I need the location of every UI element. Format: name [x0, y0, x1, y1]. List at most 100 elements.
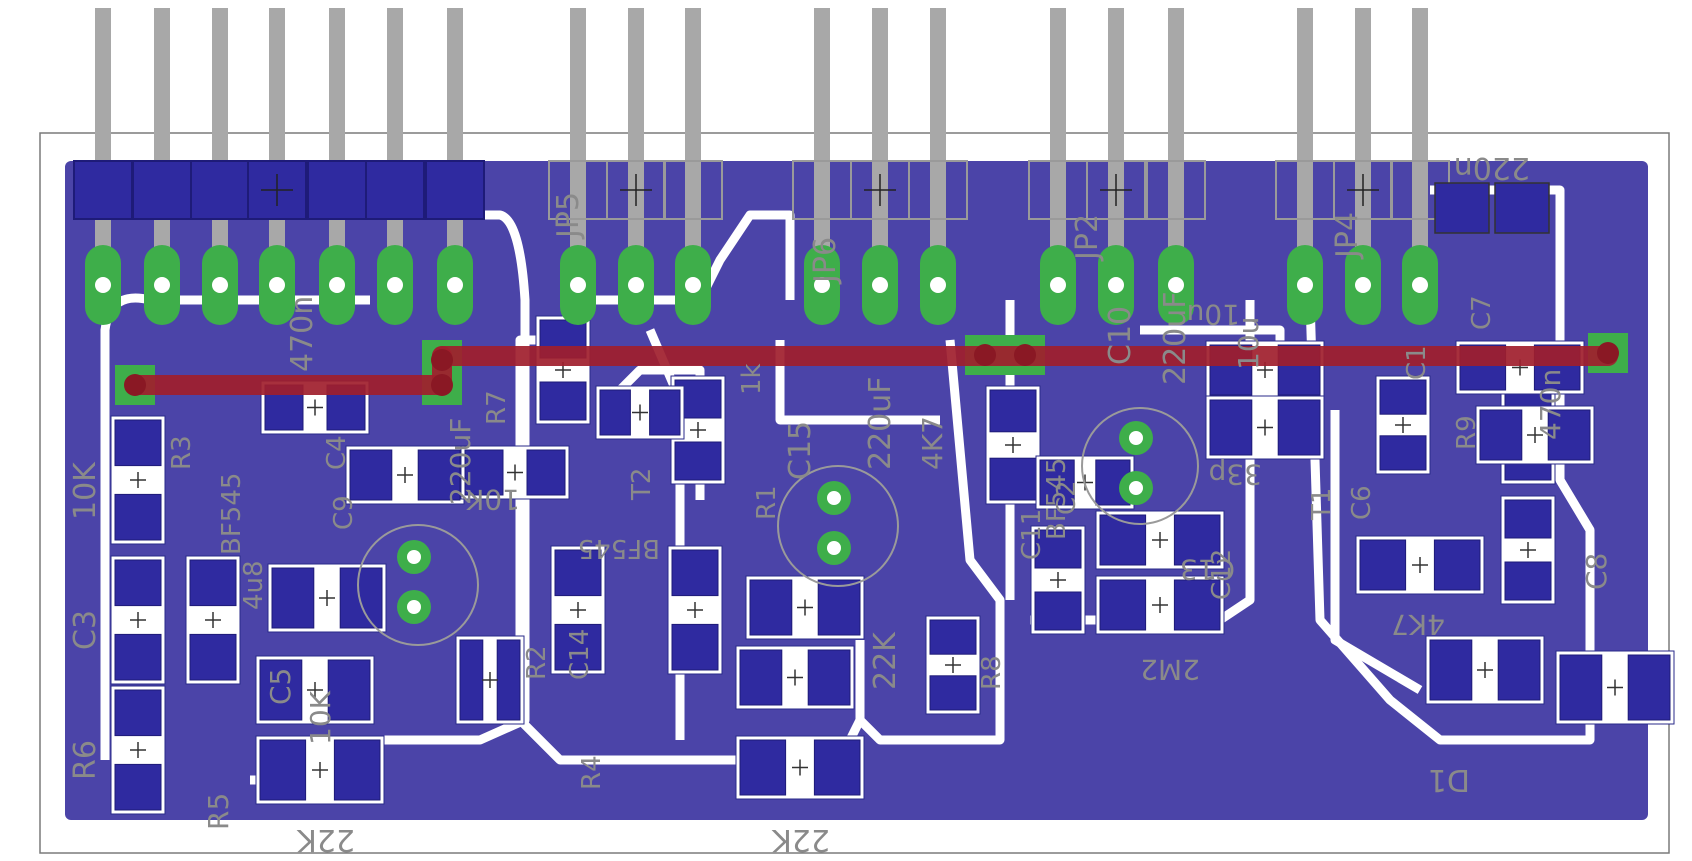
- header-box: [307, 160, 367, 220]
- smd-pad: [349, 449, 393, 501]
- capacitor-outline: [357, 524, 479, 646]
- silk-label-36: T2: [627, 468, 657, 501]
- clearance-path: [230, 210, 530, 785]
- smd-pad: [496, 639, 521, 721]
- smd-pad: [674, 441, 722, 481]
- header-box: [1434, 182, 1490, 234]
- smd-pad: [671, 623, 719, 671]
- smd-pad: [189, 559, 237, 607]
- drill-hole: [447, 277, 463, 293]
- drill-hole: [1355, 277, 1371, 293]
- smd-pad: [1173, 579, 1221, 631]
- smd-pad: [1559, 654, 1603, 721]
- smd-pad: [1379, 379, 1427, 415]
- smd-pad: [189, 633, 237, 681]
- silk-label-26: 220n: [1454, 150, 1530, 185]
- drill-hole: [570, 277, 586, 293]
- smd-pad: [526, 449, 566, 496]
- drill-hole: [1129, 431, 1143, 445]
- smd-pad: [339, 567, 383, 629]
- header-pin: [872, 8, 888, 263]
- silk-label-45: R9: [1452, 415, 1482, 450]
- smd-pad: [1497, 639, 1541, 701]
- header-box: [73, 160, 133, 220]
- silkscreen-layer: JP5 JP6 JP2 JP4 10K 470n C3 R6 22K R5 C5…: [68, 150, 1613, 857]
- drill-hole: [1108, 277, 1124, 293]
- capacitor-outline: [1081, 407, 1199, 525]
- silk-label-40: R2: [522, 645, 552, 680]
- smd-pad: [1039, 459, 1075, 506]
- header-pin: [95, 8, 111, 263]
- silk-label-42: T1: [1307, 488, 1337, 521]
- silk-label-39: R3: [167, 435, 197, 470]
- smd-pad: [1099, 579, 1147, 631]
- smd-pad: [114, 689, 162, 737]
- header-pin: [329, 8, 345, 263]
- silk-label-46: C1: [1402, 345, 1432, 380]
- clearance-path: [1330, 410, 1423, 694]
- drill-hole: [827, 491, 841, 505]
- silk-label-32: C4: [322, 435, 352, 470]
- smd-pad: [114, 493, 162, 541]
- drill-hole: [154, 277, 170, 293]
- smd-pad: [1429, 639, 1473, 701]
- smd-pad: [1479, 409, 1523, 461]
- silk-label-21: 2M2: [1140, 653, 1200, 686]
- drill-hole: [329, 277, 345, 293]
- silk-label-7: C5: [264, 668, 297, 705]
- header-pin: [930, 8, 946, 263]
- header-outlines: [73, 160, 1550, 234]
- smd-pad: [1627, 654, 1671, 721]
- via-dot: [1597, 342, 1619, 364]
- header-box: [190, 160, 250, 220]
- silk-label-34: C14: [565, 629, 595, 680]
- smd-pad: [417, 449, 461, 501]
- smd-pad: [271, 567, 315, 629]
- silk-label-10: C9: [329, 495, 359, 530]
- header-box: [365, 160, 425, 220]
- smd-pad: [649, 389, 681, 436]
- smd-pad: [1504, 499, 1552, 539]
- drill-hole: [212, 277, 228, 293]
- silk-label-12: 10K: [465, 483, 520, 516]
- header-box: [1086, 160, 1146, 220]
- smd-pad: [1034, 529, 1082, 569]
- silk-label-28: 22K: [771, 822, 830, 857]
- silk-label-18: 10u: [1187, 298, 1240, 331]
- drill-hole: [269, 277, 285, 293]
- silk-label-13: C15: [783, 421, 818, 480]
- smd-pad: [114, 763, 162, 811]
- smd-pad: [333, 739, 381, 801]
- smd-pad: [1099, 514, 1147, 566]
- silk-label-43: R4: [577, 755, 607, 790]
- header-pin: [1355, 8, 1371, 263]
- smd-pad: [327, 659, 371, 721]
- clearance-path: [775, 340, 940, 425]
- smd-pad: [1209, 399, 1253, 456]
- header-pin: [387, 8, 403, 263]
- silk-label-11: 220uF: [444, 418, 477, 505]
- via-dot: [124, 374, 146, 396]
- header-box: [1494, 182, 1550, 234]
- header-pin: [447, 8, 463, 263]
- silk-label-37: R1: [752, 485, 782, 520]
- drill-hole: [685, 277, 701, 293]
- silk-label-5: 22K: [296, 822, 355, 857]
- top-layer-trace: [124, 342, 1619, 396]
- smd-pad: [989, 457, 1037, 501]
- connector-label-jp6: JP6: [808, 237, 843, 285]
- via-dot: [431, 349, 453, 371]
- silk-label-33: R7: [482, 390, 512, 425]
- silk-label-50: C12: [1207, 549, 1237, 600]
- smd-pad: [1379, 435, 1427, 471]
- smd-pad: [671, 549, 719, 597]
- via-dot: [1014, 344, 1036, 366]
- header-box: [132, 160, 192, 220]
- drill-hole: [827, 541, 841, 555]
- drill-hole: [872, 277, 888, 293]
- smd-pad: [1277, 399, 1321, 456]
- drill-hole: [407, 550, 421, 564]
- silk-label-9: 4u8: [239, 560, 269, 610]
- silk-label-49: C7: [1467, 295, 1497, 330]
